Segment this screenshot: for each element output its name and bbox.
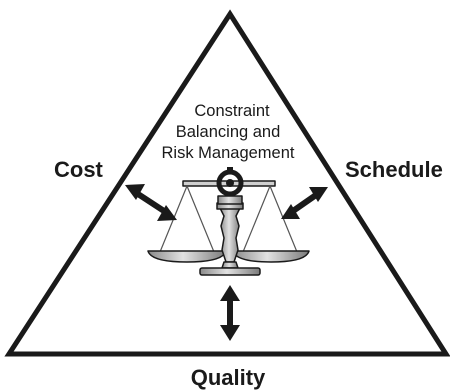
quality-label: Quality (191, 365, 266, 390)
center-label-line-1: Constraint (194, 102, 270, 120)
arrow-quality-icon (220, 285, 240, 341)
cost-label: Cost (54, 157, 104, 182)
arrow-schedule-icon (281, 187, 328, 219)
schedule-label: Schedule (345, 157, 443, 182)
balance-scale-icon (147, 167, 310, 276)
center-label-line-3: Risk Management (162, 144, 295, 162)
center-label-line-2: Balancing and (176, 123, 281, 141)
arrow-cost-icon (125, 184, 177, 221)
